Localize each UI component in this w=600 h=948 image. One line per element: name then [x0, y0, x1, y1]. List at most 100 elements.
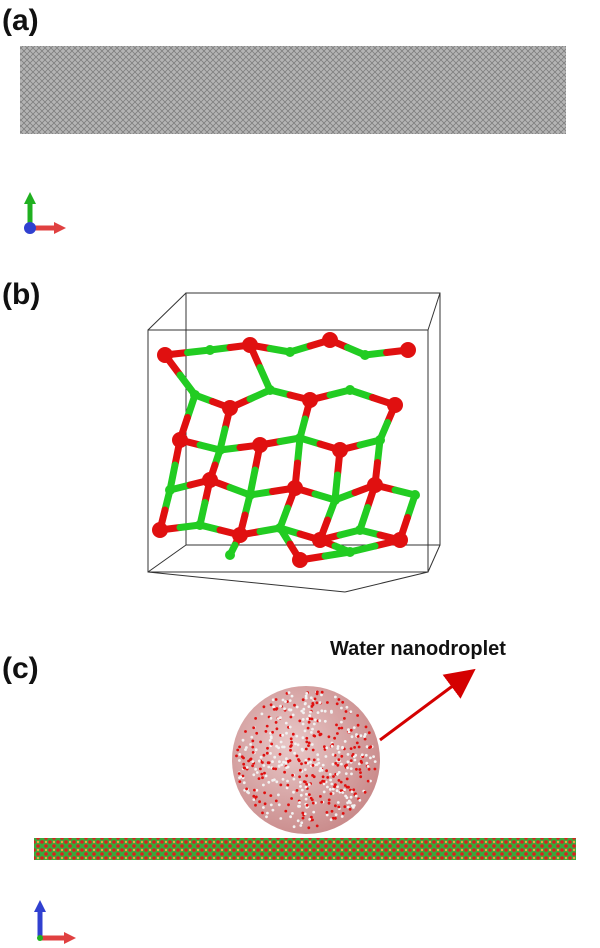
water-atom [310, 798, 314, 802]
water-atom [289, 745, 292, 748]
water-atom [296, 743, 300, 747]
water-atom [271, 779, 274, 782]
water-atom [253, 788, 256, 792]
water-atom [305, 774, 308, 778]
water-atom [343, 717, 346, 720]
water-atom [238, 745, 242, 749]
water-atom [287, 691, 291, 694]
water-atom [280, 763, 284, 767]
water-atom [373, 760, 377, 763]
water-atom [310, 743, 314, 746]
water-atom [313, 697, 317, 701]
water-atom [345, 785, 349, 789]
water-atom [242, 762, 246, 766]
water-atom [301, 722, 305, 726]
silicon-atom [275, 523, 285, 533]
water-atom [309, 710, 312, 714]
water-atom [347, 730, 351, 734]
water-atom [319, 795, 322, 798]
panel-c-label: (c) [2, 652, 39, 685]
water-atom [313, 718, 317, 722]
water-atom [316, 758, 320, 761]
water-atom [373, 767, 377, 771]
water-atom [353, 746, 356, 749]
water-atom [352, 788, 356, 792]
water-atom [240, 755, 244, 759]
water-atom [332, 775, 335, 778]
water-atom [351, 753, 355, 756]
water-atom [295, 705, 299, 709]
water-atom [246, 790, 249, 794]
water-atom [279, 783, 283, 787]
water-atom [329, 792, 333, 796]
water-atom [311, 801, 315, 805]
water-atom [307, 757, 311, 761]
water-atom [349, 801, 352, 805]
water-atom [259, 767, 262, 771]
water-atom [274, 767, 278, 771]
water-atom [306, 717, 309, 721]
water-atom [237, 772, 241, 775]
water-atom [260, 712, 264, 716]
water-atom [304, 797, 308, 801]
silicon-atom [215, 445, 225, 455]
water-atom [312, 758, 316, 762]
water-atom [349, 747, 353, 750]
silicon-atom [410, 490, 420, 500]
water-atom [315, 824, 319, 828]
water-atom [301, 718, 305, 721]
water-atom [264, 774, 268, 778]
water-atom [367, 767, 371, 771]
water-nanodroplet-label: Water nanodroplet [330, 638, 506, 660]
water-atom [300, 821, 304, 825]
water-atom [322, 780, 326, 784]
water-atom [279, 817, 283, 820]
water-atom [330, 809, 334, 813]
water-atom [275, 780, 279, 784]
silica-crystal-structure [152, 332, 420, 568]
silicon-atom [245, 490, 255, 500]
water-atom [336, 785, 339, 789]
water-atom [283, 770, 286, 774]
oxygen-atom [387, 397, 403, 413]
unit-cell-box [147, 292, 441, 593]
water-atom [330, 709, 333, 713]
water-atom [278, 752, 282, 756]
water-atom [321, 775, 325, 779]
water-atom [350, 772, 353, 776]
water-atom [346, 801, 349, 805]
water-atom [339, 780, 343, 784]
water-atom [311, 774, 314, 777]
water-atom [340, 706, 343, 710]
water-atom [260, 772, 264, 776]
water-atom [235, 754, 238, 758]
water-atom [262, 806, 265, 809]
water-atom [364, 725, 368, 729]
water-atom [366, 765, 370, 768]
water-atom [267, 780, 271, 784]
water-atom [242, 781, 246, 785]
water-atom [255, 731, 259, 735]
water-atom [271, 760, 274, 764]
water-atom [245, 766, 249, 769]
water-atom [321, 763, 325, 767]
water-atom [299, 768, 302, 772]
silicon-atom [330, 495, 340, 505]
water-atom [340, 726, 344, 730]
water-atom [299, 824, 303, 827]
water-atom [295, 734, 299, 738]
silicon-atom [375, 435, 385, 445]
water-atom [330, 782, 334, 786]
water-atom [255, 771, 259, 774]
silicon-atom [205, 345, 215, 355]
water-atom [263, 771, 266, 775]
water-atom [304, 758, 308, 762]
water-atom [337, 771, 341, 774]
water-atom [271, 698, 275, 702]
water-atom [262, 783, 265, 787]
water-atom [271, 730, 274, 734]
oxygen-atom [392, 532, 408, 548]
water-atom [249, 757, 253, 761]
water-atom [344, 710, 348, 713]
water-atom [255, 788, 259, 792]
